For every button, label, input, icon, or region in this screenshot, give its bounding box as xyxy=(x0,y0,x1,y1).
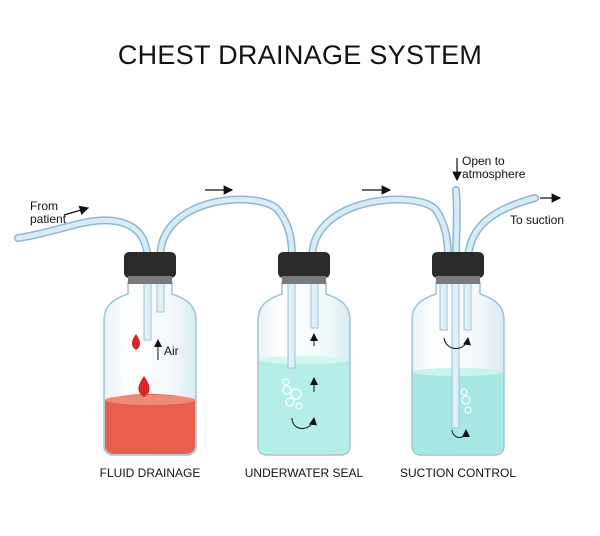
cap xyxy=(432,252,484,278)
open-line1: Open to xyxy=(462,154,505,168)
caption-underwater-seal: UNDERWATER SEAL xyxy=(244,466,364,480)
from-patient-label: From patient xyxy=(30,200,66,226)
from-patient-line1: From xyxy=(30,199,58,213)
blood-drop xyxy=(131,334,141,350)
flow-arrow xyxy=(63,205,90,216)
bottle-fluid-drainage xyxy=(103,252,197,456)
cap xyxy=(124,252,176,278)
from-patient-line2: patient xyxy=(30,212,67,226)
to-suction-label: To suction xyxy=(510,213,565,227)
tubes xyxy=(14,186,539,262)
bottle-underwater-seal xyxy=(257,252,351,456)
air-label: Air xyxy=(164,344,179,358)
bottle-suction-control xyxy=(411,252,505,456)
flow-arrows xyxy=(63,158,562,216)
caption-fluid-drainage: FLUID DRAINAGE xyxy=(99,466,201,480)
open-to-atmosphere-label: Open to atmosphere xyxy=(462,155,525,181)
cap xyxy=(278,252,330,278)
bubbles xyxy=(460,388,472,414)
curved-arrow xyxy=(291,417,317,429)
curved-arrow xyxy=(443,337,471,349)
caption-suction-control: SUCTION CONTROL xyxy=(399,466,516,480)
bubbles xyxy=(282,378,303,410)
curved-arrow xyxy=(451,429,470,438)
diagram-title: CHEST DRAINAGE SYSTEM xyxy=(117,40,483,70)
blood-drop xyxy=(138,376,150,397)
open-line2: atmosphere xyxy=(462,167,526,181)
